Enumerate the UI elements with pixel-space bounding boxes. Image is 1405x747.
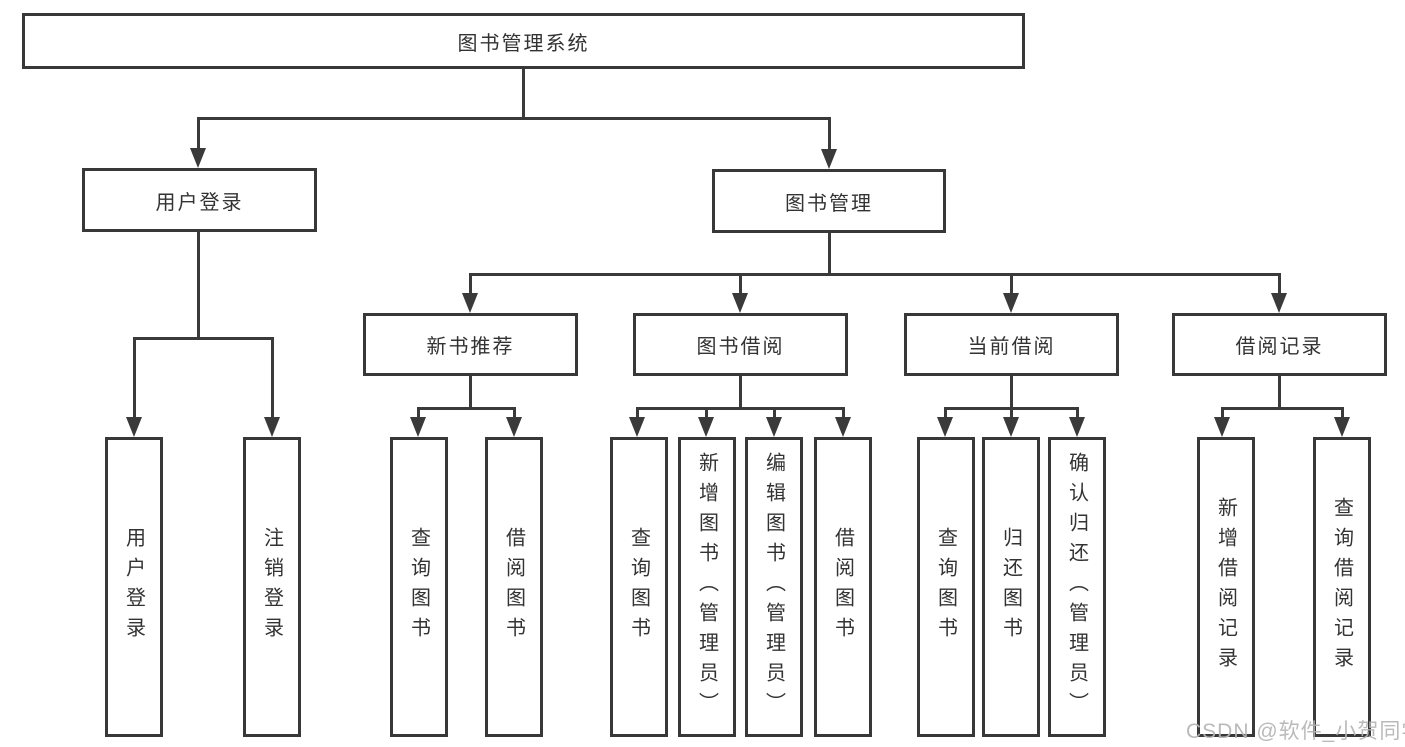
leaf-current-query-label: 查询图书 [934,527,957,647]
connector-line [828,233,831,273]
connector-line [1010,376,1013,407]
connector-line [1010,273,1013,295]
arrow-down-icon [1003,417,1019,437]
leaf-current-confirm-return: 确认归还（管理员） [1048,437,1106,737]
leaf-current-confirm-return-label: 确认归还（管理员） [1065,452,1088,722]
leaf-borrow-borrow-book-label: 借阅图书 [831,527,854,647]
leaf-borrow-edit-book-label: 编辑图书（管理员） [762,452,785,722]
arrow-down-icon [1003,293,1019,313]
connector-line [271,337,274,419]
leaf-record-query: 查询借阅记录 [1313,437,1371,737]
arrow-down-icon [1214,417,1230,437]
node-book-borrow-label: 图书借阅 [696,336,785,358]
connector-line [522,69,525,117]
leaf-record-query-label: 查询借阅记录 [1330,497,1353,677]
connector-line [842,407,845,421]
connector-line [705,407,708,421]
arrow-down-icon [821,149,837,169]
connector-line [1076,407,1079,421]
leaf-borrow-query: 查询图书 [610,437,668,737]
arrow-down-icon [1271,293,1287,313]
connector-line [636,407,845,410]
connector-line [417,407,516,410]
leaf-user-login: 用户登录 [105,437,163,737]
arrow-down-icon [629,417,645,437]
connector-line [1278,273,1281,295]
arrow-down-icon [698,417,714,437]
arrow-down-icon [126,417,142,437]
connector-line [636,407,639,421]
arrow-down-icon [462,293,478,313]
connector-line [513,407,516,421]
leaf-borrow-edit-book: 编辑图书（管理员） [745,437,803,737]
leaf-record-add: 新增借阅记录 [1197,437,1255,737]
connector-line [469,376,472,407]
connector-line [1221,407,1224,421]
leaf-logout: 注销登录 [243,437,301,737]
connector-line [1278,376,1281,407]
connector-line [944,407,947,421]
connector-line [773,407,776,421]
node-new-book-recommend-label: 新书推荐 [426,336,515,358]
node-book-management: 图书管理 [712,169,946,233]
leaf-newbook-borrow-label: 借阅图书 [502,527,525,647]
connector-line [739,376,742,407]
csdn-watermark: CSDN @软件_小贺同学 [1186,720,1405,743]
leaf-current-return-label: 归还图书 [999,527,1022,647]
leaf-borrow-add-book: 新增图书（管理员） [678,437,736,737]
leaf-current-query: 查询图书 [917,437,975,737]
node-borrow-record: 借阅记录 [1172,313,1387,376]
connector-line [133,337,274,340]
connector-line [1221,407,1344,410]
leaf-newbook-query: 查询图书 [390,437,448,737]
connector-line [739,273,742,295]
leaf-borrow-query-label: 查询图书 [627,527,650,647]
node-book-borrow: 图书借阅 [633,313,848,376]
arrow-down-icon [506,417,522,437]
arrow-down-icon [264,417,280,437]
leaf-newbook-query-label: 查询图书 [407,527,430,647]
node-user-login-label: 用户登录 [155,191,244,214]
leaf-borrow-borrow-book: 借阅图书 [814,437,872,737]
connector-line [1341,407,1344,421]
connector-line [417,407,420,421]
node-borrow-record-label: 借阅记录 [1235,336,1324,358]
arrow-down-icon [732,293,748,313]
node-user-login: 用户登录 [82,168,317,232]
leaf-current-return: 归还图书 [982,437,1040,737]
leaf-logout-label: 注销登录 [260,527,283,647]
arrow-down-icon [1334,417,1350,437]
node-current-borrow-label: 当前借阅 [967,336,1056,358]
node-current-borrow: 当前借阅 [904,313,1119,376]
connector-line [197,232,200,337]
arrow-down-icon [1069,417,1085,437]
leaf-record-add-label: 新增借阅记录 [1214,497,1237,677]
arrow-down-icon [190,148,206,168]
connector-line [828,117,831,150]
leaf-borrow-add-book-label: 新增图书（管理员） [695,452,718,722]
node-root-label: 图书管理系统 [457,32,590,55]
node-book-management-label: 图书管理 [785,192,873,215]
connector-line [1010,407,1013,421]
arrow-down-icon [410,417,426,437]
leaf-newbook-borrow: 借阅图书 [485,437,543,737]
connector-line [197,117,831,120]
connector-line [133,337,136,419]
connector-line [469,273,472,295]
connector-line [197,117,200,150]
node-new-book-recommend: 新书推荐 [363,313,578,376]
arrow-down-icon [937,417,953,437]
leaf-user-login-label: 用户登录 [122,527,145,647]
node-root: 图书管理系统 [22,13,1025,69]
arrow-down-icon [835,417,851,437]
arrow-down-icon [766,417,782,437]
connector-line [469,273,1281,276]
